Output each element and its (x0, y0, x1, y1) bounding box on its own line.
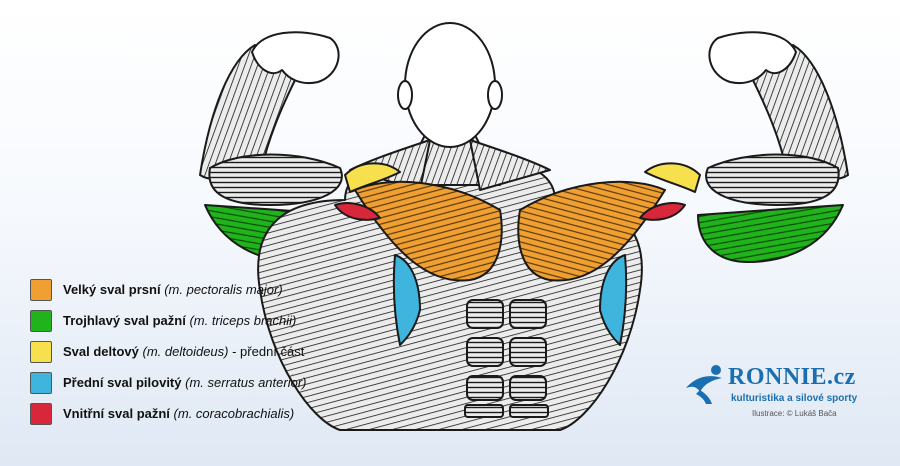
right-pectoralis (517, 180, 666, 282)
legend-swatch (30, 310, 52, 332)
legend-swatch (30, 279, 52, 301)
left-pectoralis (354, 180, 503, 282)
left-biceps (208, 153, 343, 206)
legend-name: Trojhlavý sval pažní (63, 313, 186, 328)
right-serratus (599, 254, 628, 346)
left-coracobrachialis (334, 202, 381, 221)
left-ear (397, 80, 413, 110)
left-serratus (392, 254, 421, 346)
right-fist (708, 31, 797, 84)
legend-name: Velký sval prsní (63, 282, 161, 297)
left-fist (251, 31, 340, 84)
legend-swatch (30, 341, 52, 363)
legend-name: Sval deltový (63, 344, 139, 359)
right-triceps (697, 204, 844, 263)
legend-latin: (m. pectoralis major) (164, 282, 283, 297)
ronnie-logo[interactable]: RONNIE.cz kulturistika a silové sporty I… (682, 364, 882, 424)
legend-swatch (30, 403, 52, 425)
head (404, 22, 496, 148)
runner-icon (686, 365, 722, 404)
right-coracobrachialis (639, 202, 686, 221)
legend-latin: (m. serratus anterior) (185, 375, 307, 390)
legend-suffix: - přední část (232, 344, 305, 359)
right-trap (469, 139, 551, 191)
legend-latin: (m. coracobrachialis) (173, 406, 295, 421)
legend-name: Přední sval pilovitý (63, 375, 182, 390)
illustration-credit: Ilustrace: © Lukáš Bača (752, 409, 837, 418)
legend-swatch (30, 372, 52, 394)
abdominals (464, 299, 549, 418)
right-ear (487, 80, 503, 110)
logo-wordmark: RONNIE.cz (728, 364, 856, 390)
right-deltoid-front (644, 162, 701, 193)
right-biceps (705, 153, 840, 206)
legend-latin: (m. deltoideus) (142, 344, 229, 359)
legend-name: Vnitřní sval pažní (63, 406, 170, 421)
legend-latin: (m. triceps brachii) (189, 313, 297, 328)
logo-tagline: kulturistika a silové sporty (731, 393, 858, 404)
